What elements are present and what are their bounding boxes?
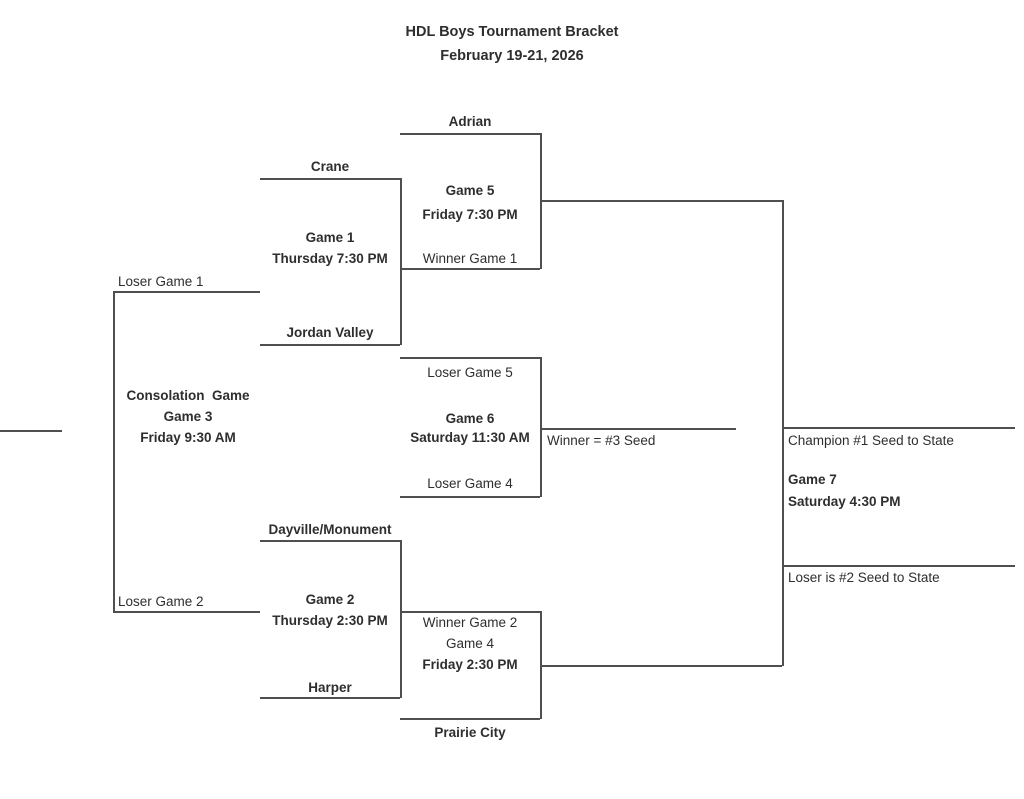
slot-loser-game4: Loser Game 4	[427, 476, 513, 491]
game7-label: Game 7	[788, 472, 837, 487]
slot-loser-game2: Loser Game 2	[118, 594, 204, 609]
adrian-line	[400, 133, 540, 135]
winner-game2-line	[400, 611, 540, 613]
game5-out-line	[540, 200, 782, 202]
game5-label: Game 5	[445, 183, 495, 198]
game1-bracket-line	[400, 178, 402, 345]
champion-line	[782, 427, 1015, 429]
loser-game2-line	[113, 611, 260, 613]
team-dayville-monument: Dayville/Monument	[268, 522, 392, 537]
slot-winner-game2: Winner Game 2	[422, 615, 518, 630]
team-harper: Harper	[308, 680, 352, 695]
slot-loser-game5: Loser Game 5	[427, 365, 513, 380]
game4-time: Friday 2:30 PM	[422, 657, 518, 672]
team-jordan-valley: Jordan Valley	[286, 325, 374, 340]
harper-line	[260, 697, 400, 699]
game6-bracket-line	[540, 357, 542, 497]
dayville-monument-line	[260, 540, 400, 542]
game6-top-line	[400, 357, 540, 359]
tournament-title: HDL Boys Tournament Bracket	[405, 24, 619, 40]
crane-line	[260, 178, 400, 180]
slot-winner-game1: Winner Game 1	[422, 251, 518, 266]
team-crane: Crane	[310, 159, 350, 174]
game4-out-line	[540, 665, 782, 667]
game7-time: Saturday 4:30 PM	[788, 494, 901, 509]
game2-time: Thursday 2:30 PM	[272, 613, 388, 628]
game3-time: Friday 9:30 AM	[140, 430, 236, 445]
game6-out-line	[540, 428, 736, 430]
game7-champion-text: Champion #1 Seed to State	[788, 433, 954, 448]
slot-loser-game1: Loser Game 1	[118, 274, 204, 289]
game2-label: Game 2	[305, 592, 355, 607]
prairie-city-line	[400, 718, 540, 720]
game7-bracket-line	[782, 200, 784, 666]
game3-out-line	[0, 430, 62, 432]
game2-bracket-line	[400, 540, 402, 698]
game1-label: Game 1	[305, 230, 355, 245]
game5-time: Friday 7:30 PM	[422, 207, 518, 222]
game6-time: Saturday 11:30 AM	[410, 430, 530, 445]
winner-game1-line	[400, 268, 540, 270]
game6-label: Game 6	[445, 411, 495, 426]
game1-time: Thursday 7:30 PM	[272, 251, 388, 266]
game4-label: Game 4	[445, 636, 495, 651]
jordan-valley-line	[260, 344, 400, 346]
loser-game1-line	[113, 291, 260, 293]
team-adrian: Adrian	[448, 114, 492, 129]
game3-label: Game 3	[163, 409, 213, 424]
game6-outcome: Winner = #3 Seed	[547, 433, 656, 448]
game6-bottom-line	[400, 496, 540, 498]
runner-up-line	[782, 565, 1015, 567]
team-prairie-city: Prairie City	[434, 725, 506, 740]
tournament-date: February 19-21, 2026	[440, 48, 584, 64]
game7-runner-up-text: Loser is #2 Seed to State	[788, 570, 940, 585]
game3-bracket-line	[113, 291, 115, 612]
game3-title: Consolation Game	[126, 388, 250, 403]
